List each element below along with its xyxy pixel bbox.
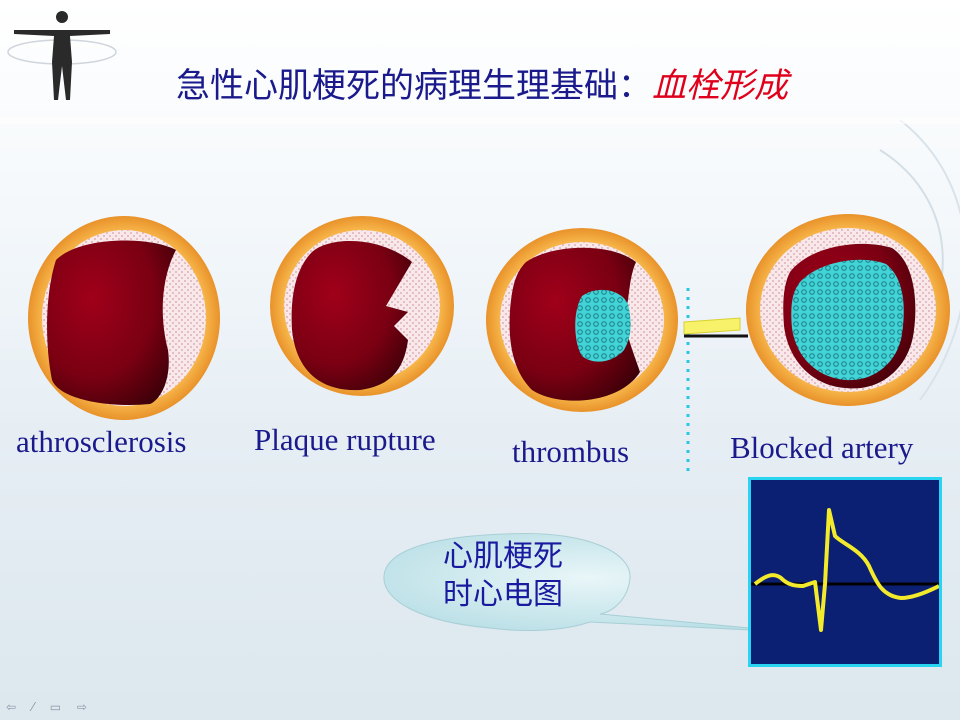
label-thrombus: thrombus — [512, 434, 630, 469]
vessel-thrombus — [486, 228, 678, 412]
progression-arrow — [683, 317, 748, 338]
label-blocked-artery: Blocked artery — [730, 430, 914, 465]
label-plaque-rupture: Plaque rupture — [254, 422, 436, 457]
slide-title: 急性心肌梗死的病理生理基础：血栓形成 — [176, 58, 788, 107]
ecg-trace — [751, 508, 939, 632]
nav-arrows[interactable]: ⇦ ⁄ ▭ ⇨ — [6, 700, 93, 714]
vessel-athrosclerosis — [28, 216, 220, 420]
ecg-panel — [748, 477, 942, 667]
title-accent: 血栓形成 — [652, 66, 788, 106]
vessel-plaque-rupture — [270, 216, 454, 396]
bubble-line-1: 心肌梗死 — [443, 539, 563, 574]
title-main: 急性心肌梗死的病理生理基础： — [176, 66, 652, 106]
bubble-text: 心肌梗死 时心电图 — [418, 538, 588, 614]
label-athrosclerosis: athrosclerosis — [16, 424, 187, 459]
bubble-line-2: 时心电图 — [443, 577, 563, 612]
human-figure-logo — [7, 11, 117, 100]
vessel-blocked-artery — [746, 214, 950, 406]
